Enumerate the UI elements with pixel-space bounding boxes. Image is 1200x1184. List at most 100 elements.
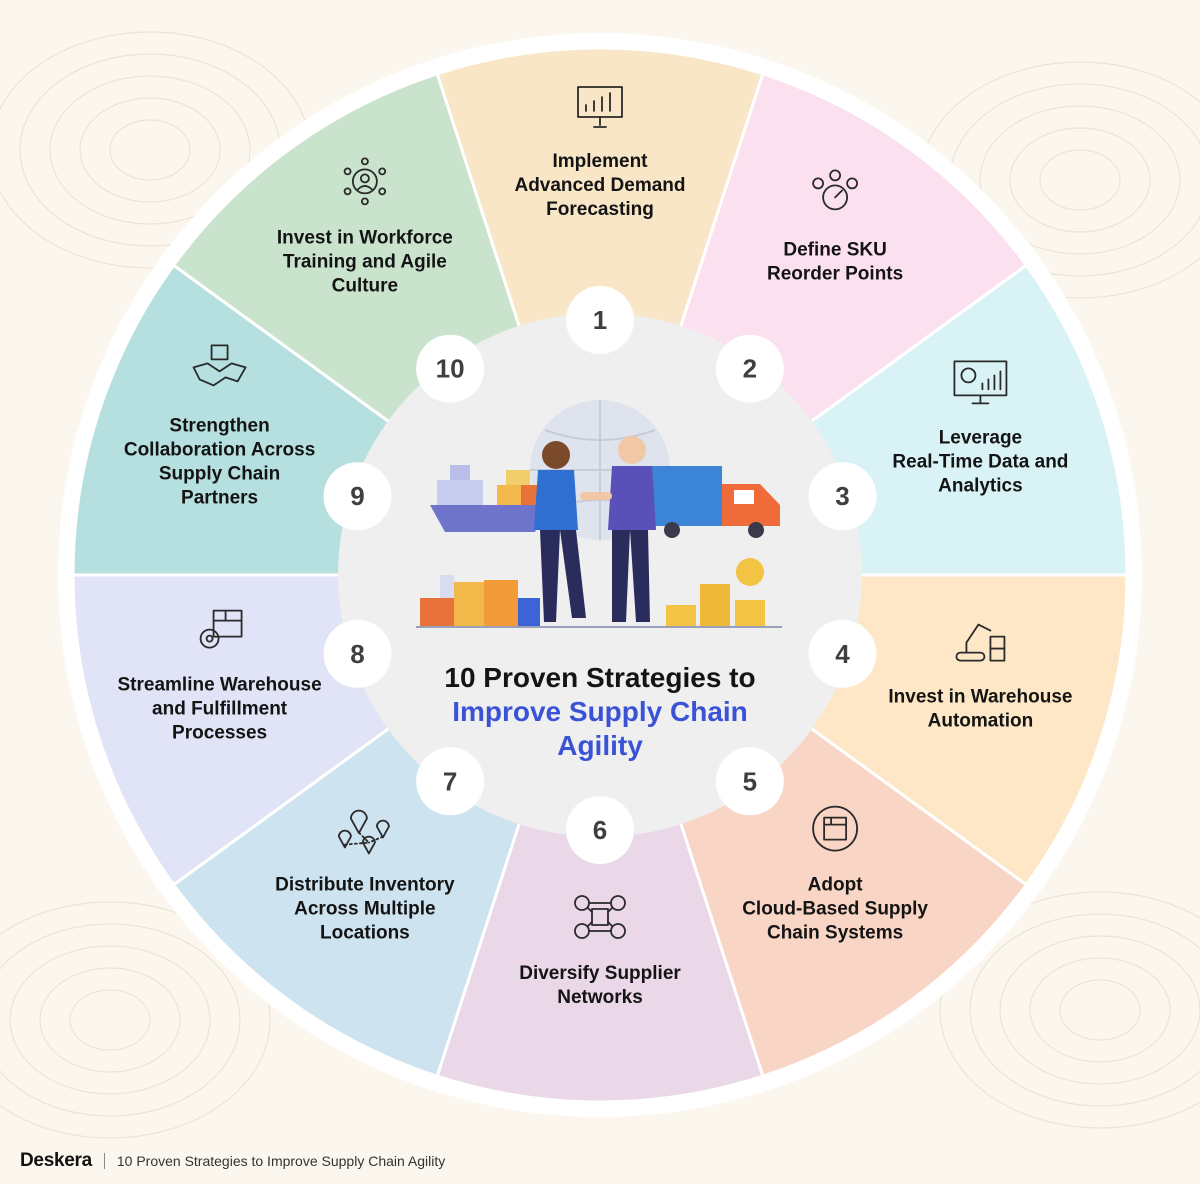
strategy-label-line: Collaboration Across: [124, 439, 315, 460]
step-number-9: 9: [350, 481, 364, 511]
presentation-chart-icon: [577, 86, 623, 128]
strategy-label-line: Forecasting: [546, 199, 654, 220]
strategy-label-2: Define SKU Reorder Points: [767, 239, 903, 284]
warehouse-boxes-illustration: [420, 575, 540, 626]
step-badge-7: [416, 747, 485, 816]
background-contour: [999, 935, 1200, 1085]
background-contour: [1009, 127, 1151, 233]
background-contour: [39, 967, 181, 1073]
step-badge-9: [323, 462, 392, 531]
strategy-label-line: Strengthen: [169, 415, 269, 436]
cargo-ship-illustration: [430, 465, 548, 532]
center-circle: [338, 313, 862, 837]
strategy-label-line: Locations: [320, 923, 410, 944]
strategy-label-line: Diversify Supplier: [519, 963, 681, 984]
step-number-8: 8: [350, 639, 364, 669]
handshake-box-icon: [192, 344, 247, 387]
strategy-label-line: Define SKU: [783, 239, 886, 260]
step-badge-2: [715, 334, 784, 403]
step-number-badges: 1 2 3 4 5 6 7 8 9 10: [323, 286, 877, 864]
strategy-label-line: Real-Time Data and: [892, 451, 1068, 472]
footer: Deskera 10 Proven Strategies to Improve …: [20, 1150, 445, 1172]
truck-illustration: [652, 466, 780, 538]
step-number-5: 5: [743, 766, 757, 796]
strategy-label-line: Analytics: [938, 475, 1022, 496]
step-badge-4: [808, 619, 877, 688]
strategy-label-line: Across Multiple: [294, 899, 435, 920]
step-number-6: 6: [593, 815, 607, 845]
coin-stacks-illustration: [666, 558, 765, 627]
strategy-label-line: Chain Systems: [767, 923, 903, 944]
strategy-label-line: Implement: [552, 151, 648, 172]
step-number-1: 1: [593, 305, 607, 335]
step-badge-6: [566, 796, 634, 864]
strategy-label-line: Distribute Inventory: [275, 875, 455, 896]
strategy-label-line: Training and Agile: [283, 251, 447, 272]
step-number-10: 10: [436, 354, 465, 384]
strategy-label-line: Reorder Points: [767, 263, 903, 284]
location-pins-icon: [337, 809, 390, 855]
brand-logo: Deskera: [20, 1150, 92, 1171]
background-contour: [49, 75, 251, 225]
step-badge-8: [323, 619, 392, 688]
strategy-label-line: Partners: [181, 487, 258, 508]
strategy-label-line: Cloud-Based Supply: [742, 899, 928, 920]
robotic-arm-icon: [955, 623, 1006, 662]
background-contour: [0, 901, 271, 1139]
step-badge-10: [416, 334, 485, 403]
strategy-label-line: Automation: [928, 711, 1034, 732]
background-contour: [1029, 957, 1171, 1063]
strategy-label-line: Advanced Demand: [514, 175, 685, 196]
background-contour: [1039, 149, 1121, 211]
gauge-settings-icon: [812, 169, 859, 211]
background-contour: [0, 923, 241, 1117]
background-contour: [9, 945, 211, 1095]
step-number-2: 2: [743, 354, 757, 384]
strategy-label-line: Streamline Warehouse: [118, 675, 322, 696]
background-contour: [1059, 979, 1141, 1041]
strategy-label-line: Leverage: [939, 427, 1022, 448]
background-contour: [979, 105, 1181, 255]
strategy-label-line: Networks: [557, 987, 643, 1008]
monitor-analytics-icon: [953, 360, 1008, 405]
step-badge-5: [715, 747, 784, 816]
step-number-4: 4: [835, 639, 850, 669]
background-contour: [109, 119, 191, 181]
title-line-2: Improve Supply Chain: [452, 696, 748, 727]
supply-chain-illustration: [416, 400, 782, 628]
infographic-title: 10 Proven Strategies to Improve Supply C…: [444, 662, 755, 761]
strategy-label-line: Invest in Workforce: [277, 227, 453, 248]
cloud-box-network-icon: [812, 805, 859, 852]
strategy-label-line: Adopt: [808, 875, 864, 896]
background-contour: [939, 891, 1200, 1129]
strategy-label-line: and Fulfillment: [152, 699, 288, 720]
step-badge-3: [808, 462, 877, 531]
background-contour: [69, 989, 151, 1051]
step-badge-1: [566, 286, 634, 354]
strategy-label-line: Processes: [172, 723, 267, 744]
step-number-3: 3: [835, 481, 849, 511]
people-network-icon: [343, 157, 387, 206]
background-contour: [79, 97, 221, 203]
box-gear-icon: [199, 609, 243, 649]
footer-caption: 10 Proven Strategies to Improve Supply C…: [116, 1153, 446, 1169]
title-line-1: 10 Proven Strategies to: [444, 662, 755, 693]
footer-divider: [103, 1153, 105, 1169]
strategy-label-line: Supply Chain: [159, 463, 280, 484]
strategy-label-line: Culture: [332, 275, 399, 296]
strategy-label-line: Invest in Warehouse: [888, 687, 1072, 708]
step-number-7: 7: [443, 766, 457, 796]
title-line-3: Agility: [557, 730, 643, 761]
supplier-network-icon: [574, 895, 626, 939]
business-people-handshake-illustration: [534, 436, 656, 622]
